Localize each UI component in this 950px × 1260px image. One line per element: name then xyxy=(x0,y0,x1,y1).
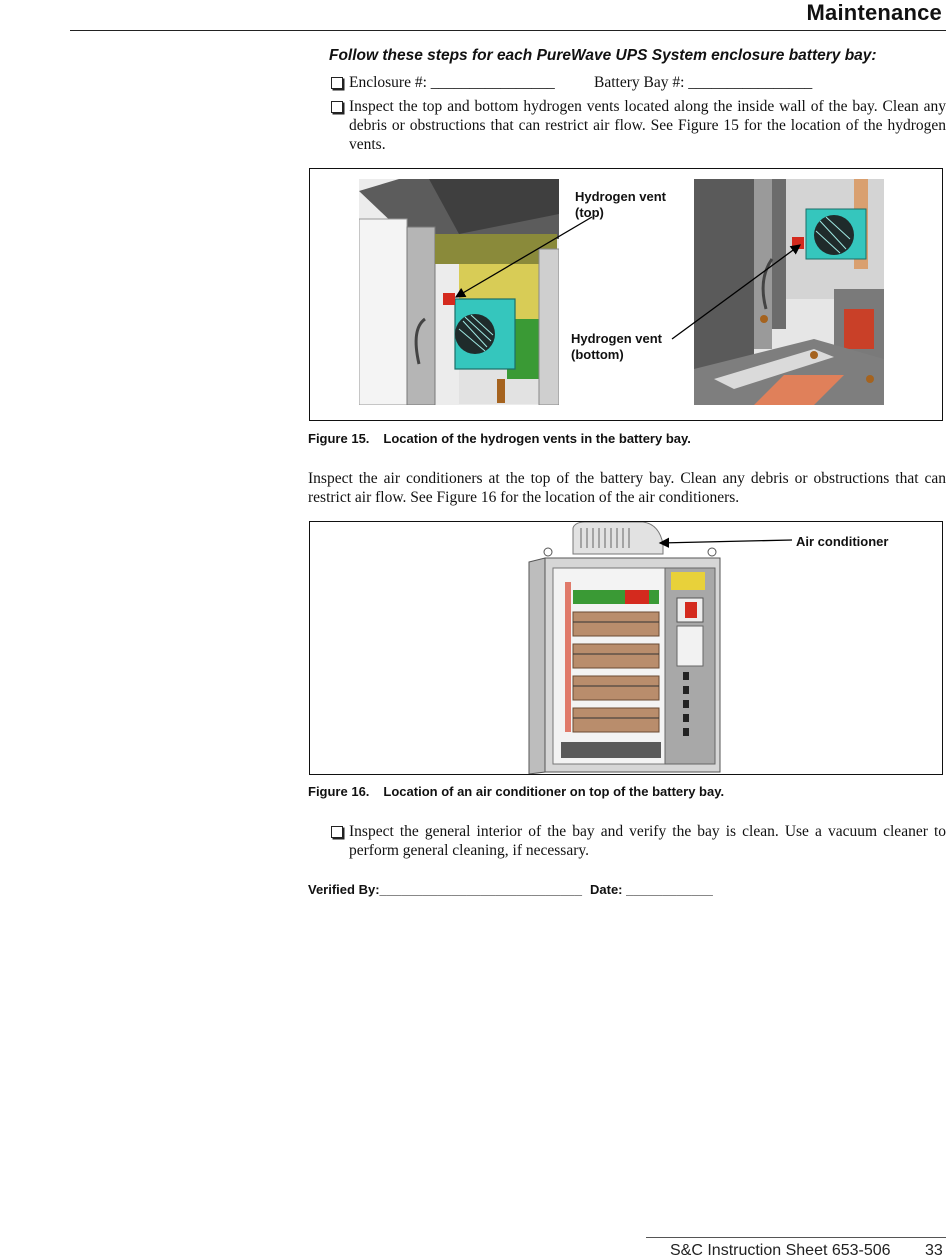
figure-16-text: Location of an air conditioner on top of… xyxy=(383,784,725,799)
figure-16-leader-line xyxy=(658,537,793,548)
footer-document-id: S&C Instruction Sheet 653-506 xyxy=(670,1242,891,1259)
battery-bay-number-field: Battery Bay #: ________________ xyxy=(594,74,813,91)
hydrogen-vent-bottom-illustration xyxy=(694,179,884,405)
figure-15-leader-lines xyxy=(454,216,802,340)
checkbox-enclosure[interactable] xyxy=(331,77,343,89)
checkbox-hydrogen-step[interactable] xyxy=(331,101,343,113)
figure-15-text: Location of the hydrogen vents in the ba… xyxy=(383,431,691,446)
interior-step-text: Inspect the general interior of the bay … xyxy=(349,823,946,859)
footer-rule xyxy=(646,1237,946,1238)
steps-heading: Follow these steps for each PureWave UPS… xyxy=(329,47,877,64)
hydrogen-step-text: Inspect the top and bottom hydrogen vent… xyxy=(349,98,946,153)
figure-16-number: Figure 16. xyxy=(308,784,370,799)
callout-hydrogen-vent-top: Hydrogen vent (top) xyxy=(575,189,667,220)
date-field[interactable]: Date: ____________ xyxy=(590,882,713,897)
figure-16-frame: Air conditioner xyxy=(309,521,943,775)
verified-by-field[interactable]: Verified By:____________________________ xyxy=(308,882,582,897)
callout-air-conditioner: Air conditioner xyxy=(796,534,889,549)
hydrogen-vent-top-illustration xyxy=(359,179,559,405)
figure-15-frame: Hydrogen vent (top) Hydrogen vent (botto… xyxy=(309,168,943,421)
section-title: Maintenance xyxy=(806,0,942,25)
enclosure-number-field: Enclosure #: ________________ xyxy=(349,74,555,91)
page-number: 33 xyxy=(925,1242,943,1259)
figure-15-caption: Figure 15. Location of the hydrogen vents… xyxy=(308,431,691,446)
header-rule xyxy=(70,30,946,31)
checkbox-interior-step[interactable] xyxy=(331,826,343,838)
figure-15-number: Figure 15. xyxy=(308,431,370,446)
battery-bay-enclosure-illustration xyxy=(528,522,721,774)
air-conditioner-paragraph: Inspect the air conditioners at the top … xyxy=(308,470,946,506)
figure-16-caption: Figure 16. Location of an air conditioner… xyxy=(308,784,724,799)
callout-hydrogen-vent-bottom: Hydrogen vent (bottom) xyxy=(571,331,663,362)
